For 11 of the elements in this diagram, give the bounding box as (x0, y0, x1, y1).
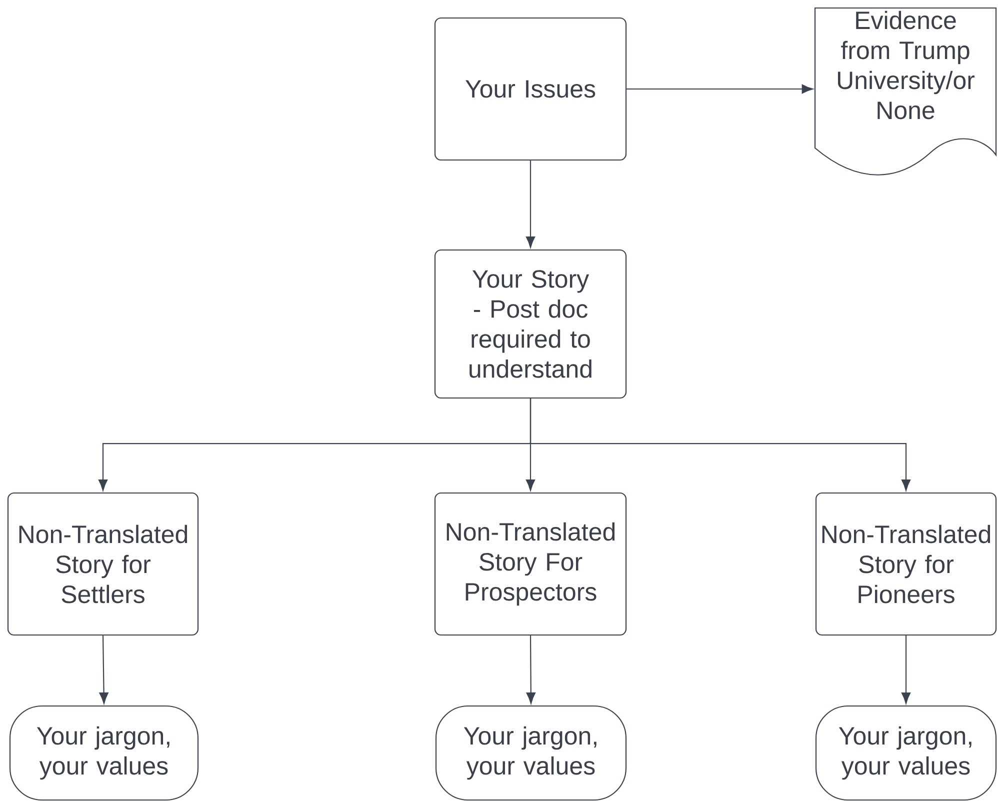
process-box: Non-Translated Story For Prospectors (434, 492, 627, 636)
arrow (526, 636, 536, 704)
arrow (901, 636, 911, 704)
arrow (626, 84, 814, 94)
arrow (530, 398, 911, 491)
process-box: Your Issues (434, 17, 627, 161)
process-box: Non-Translated Story for Pioneers (815, 492, 997, 636)
arrow (526, 160, 536, 248)
process-box: Non-Translated Story for Settlers (7, 492, 199, 636)
arrow (99, 636, 108, 704)
process-box: Your Story - Post doc required to understand (434, 249, 627, 399)
